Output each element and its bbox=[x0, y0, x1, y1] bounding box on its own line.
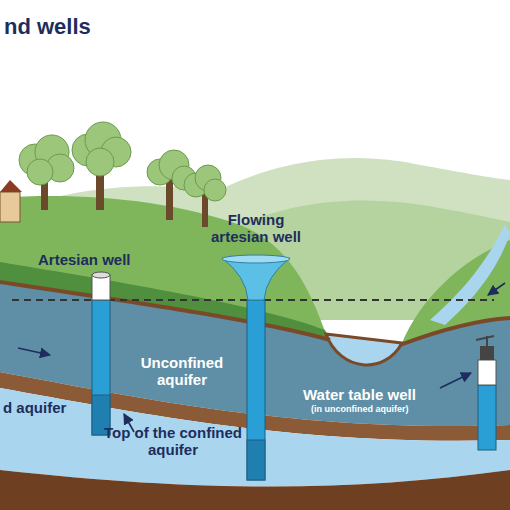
soil-line bbox=[0, 282, 330, 340]
label-text: Top of the confined aquifer bbox=[100, 424, 246, 459]
label-text: (in unconfined aquifer) bbox=[311, 404, 441, 414]
soil-line bbox=[400, 318, 510, 345]
water-table-well bbox=[476, 336, 496, 450]
lake bbox=[326, 334, 402, 365]
label-text: Unconfined aquifer bbox=[126, 354, 238, 389]
label-text: Artesian well bbox=[38, 251, 158, 268]
leader-arrows bbox=[18, 283, 505, 432]
label-text: Water table well bbox=[303, 386, 443, 403]
house bbox=[0, 180, 22, 222]
artesian-well bbox=[92, 272, 110, 435]
flowing-artesian-well bbox=[222, 255, 290, 480]
label-text: d aquifer bbox=[3, 399, 83, 416]
label-text: Flowing artesian well bbox=[206, 211, 306, 246]
stream bbox=[430, 224, 510, 325]
title: nd wells bbox=[4, 14, 91, 39]
trees bbox=[19, 122, 226, 227]
